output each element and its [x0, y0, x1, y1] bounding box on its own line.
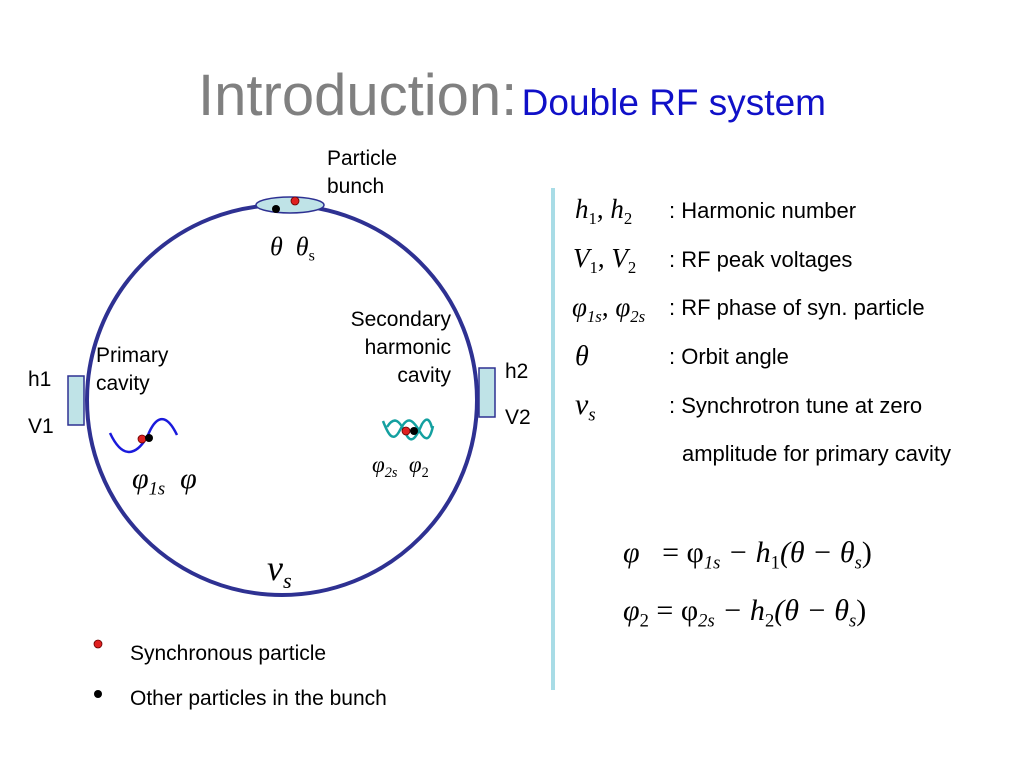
def-symbol-tune: νs: [575, 388, 596, 427]
legend-sync-text: Synchronous particle: [130, 642, 327, 665]
h1-label: h1: [28, 368, 52, 391]
theta-label: θ θs: [270, 232, 315, 266]
secondary-cavity-label: Secondary harmonic cavity: [300, 306, 451, 390]
eq1-rhs: = φ: [662, 536, 704, 569]
particle-bunch-label: Particle bunch: [327, 145, 397, 201]
primary-sync-particle: [137, 434, 147, 444]
nu-symbol: ν: [267, 548, 283, 588]
primary-line2: cavity: [96, 372, 150, 395]
eq1-close: ): [861, 536, 872, 569]
def-phi2s-sub: 2s: [630, 306, 646, 326]
theta-s-subscript: s: [308, 247, 315, 265]
secondary-wave-1: [381, 419, 435, 440]
def-text-tune: : Synchrotron tune at zero: [669, 393, 923, 418]
secondary-other-particle: [410, 427, 418, 435]
eq1-paren: (θ − θ: [779, 536, 855, 569]
def-h2-sub: 2: [623, 208, 633, 228]
def-symbol-theta: θ: [575, 341, 589, 372]
eq2-h-sub: 2: [764, 610, 775, 632]
page-title: Introduction: Double RF system: [0, 62, 1024, 129]
def-h1: h: [575, 194, 589, 224]
bunch-sync-particle: [290, 196, 300, 206]
eq2-h: − h: [714, 594, 765, 627]
def-v2-sub: 2: [627, 257, 637, 277]
def-symbol-voltage: V1, V2: [573, 243, 637, 277]
theta-symbol: θ: [270, 232, 283, 261]
legend-other-dot: [94, 690, 102, 698]
eq1-h: − h: [720, 536, 771, 569]
legend-other-text: Other particles in the bunch: [130, 687, 387, 710]
eq1-h-sub: 1: [770, 552, 780, 574]
v1-label: V1: [28, 415, 54, 438]
eq2-paren: (θ − θ: [774, 594, 849, 627]
def-symbol-harmonic: h1, h2: [575, 194, 633, 228]
phi1s-symbol: φ: [132, 462, 149, 495]
theta-s-symbol: θ: [295, 232, 309, 261]
secondary-phase-labels: φ2s φ2: [372, 452, 429, 482]
phi2s-symbol: φ: [372, 452, 385, 477]
eq2-rhs-sub: 2s: [698, 610, 715, 632]
h2-label: h2: [505, 360, 529, 383]
def-text-phase: : RF phase of syn. particle: [669, 295, 925, 320]
primary-cavity: [67, 375, 85, 426]
primary-other-particle: [145, 434, 153, 442]
def-phi1s-sub: 1s: [586, 306, 602, 326]
secondary-line2: harmonic: [364, 336, 451, 359]
def-symbol-phase: φ1s, φ2s: [572, 292, 646, 326]
def-nu-sub: s: [588, 404, 596, 426]
secondary-wave-2: [385, 418, 434, 441]
eq1-rhs-sub: 1s: [703, 552, 721, 574]
bunch-other-particle: [272, 205, 280, 213]
secondary-line1: Secondary: [350, 308, 451, 331]
def-phi1s: φ: [572, 292, 587, 322]
eq2-lhs: φ: [623, 594, 640, 627]
def-text-theta: : Orbit angle: [669, 344, 789, 369]
def-text-tune-2: amplitude for primary cavity: [682, 441, 951, 466]
def-phi2s: φ: [615, 292, 631, 322]
phi2-symbol: φ: [408, 452, 422, 477]
eq1-lhs: φ: [623, 536, 640, 569]
nu-s-label: νs: [267, 547, 292, 594]
primary-line1: Primary: [96, 344, 169, 367]
phi2s-subscript: 2s: [384, 464, 398, 481]
eq2-paren-sub: s: [848, 610, 857, 632]
def-v2: V: [611, 243, 628, 273]
phi1s-subscript: 1s: [148, 478, 166, 500]
def-h1-sub: 1: [588, 208, 597, 228]
def-v1: V: [573, 243, 590, 273]
v2-label: V2: [505, 406, 531, 429]
secondary-cavity: [478, 367, 496, 418]
primary-cavity-label: Primary cavity: [96, 342, 168, 398]
def-h2: h: [610, 194, 624, 224]
def-text-voltage: : RF peak voltages: [669, 247, 853, 272]
secondary-line3: cavity: [397, 364, 451, 387]
bunch-ellipse: [255, 196, 325, 214]
eq1-paren-sub: s: [854, 552, 862, 574]
phi-symbol: φ: [180, 462, 197, 495]
def-text-harmonic: : Harmonic number: [669, 198, 857, 223]
eq2-close: ): [856, 594, 867, 627]
particle-bunch-line1: Particle: [327, 147, 398, 170]
title-main: Introduction:: [198, 63, 518, 128]
title-subtitle: Double RF system: [521, 82, 826, 123]
def-nu: ν: [575, 388, 589, 421]
equation-phi2: φ2 = φ2s − h2(θ − θs): [623, 594, 866, 633]
particle-bunch-line2: bunch: [327, 175, 385, 198]
primary-phase-labels: φ1s φ: [132, 462, 197, 501]
def-v1-sub: 1: [589, 257, 598, 277]
phi2-subscript: 2: [421, 464, 429, 481]
legend-sync-dot: [93, 639, 103, 649]
equation-phi: φ = φ1s − h1(θ − θs): [623, 536, 872, 575]
eq2-lhs-sub: 2: [639, 610, 649, 632]
secondary-sync-particle: [401, 426, 411, 436]
eq2-rhs: = φ: [656, 594, 699, 627]
nu-subscript: s: [282, 567, 292, 593]
